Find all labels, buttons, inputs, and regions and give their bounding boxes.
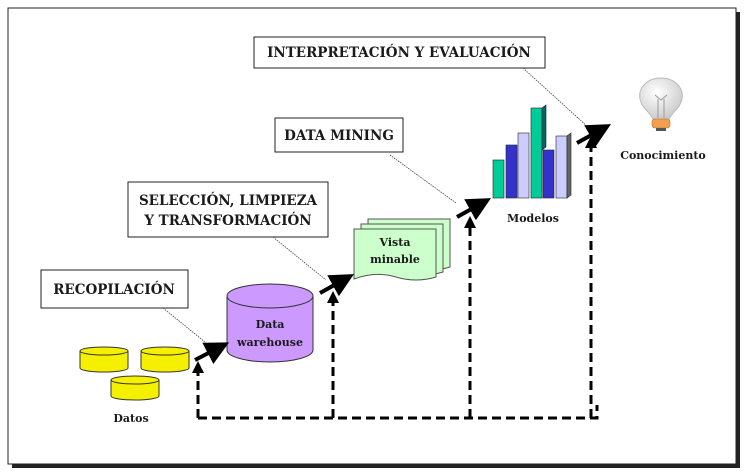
bar [542, 149, 555, 199]
stage-interpretacion-label: INTERPRETACIÓN Y EVALUACIÓN [267, 44, 531, 61]
stage-recopilacion: RECOPILACIÓN [40, 269, 189, 309]
bar-side [541, 104, 547, 151]
leader-lines [162, 67, 590, 343]
bar [517, 132, 530, 199]
stage-data-mining-label: DATA MINING [284, 128, 394, 144]
leader-line [162, 307, 206, 343]
conocimiento-lightbulb-icon [639, 77, 683, 131]
bar [530, 107, 543, 199]
bar [505, 144, 518, 199]
vista-label-2: minable [370, 253, 420, 266]
arrow-icon [194, 342, 230, 365]
bar-side [566, 132, 572, 199]
vista-minable-document-stack-icon: Vista minable [353, 218, 451, 281]
forward-arrows [194, 124, 611, 365]
stage-interpretacion: INTERPRETACIÓN Y EVALUACIÓN [253, 36, 546, 69]
stage-seleccion: SELECCIÓN, LIMPIEZA Y TRANSFORMACIÓN [127, 181, 329, 238]
warehouse-label-1: Data [256, 318, 285, 331]
arrow-icon [456, 198, 491, 221]
datos-database-icon [79, 346, 190, 401]
feedback-loop [192, 136, 599, 420]
warehouse-label-2: warehouse [236, 336, 303, 349]
data-warehouse-database-icon: Data warehouse [226, 283, 314, 363]
conocimiento-label: Conocimiento [620, 149, 706, 162]
datos-label: Datos [113, 412, 148, 425]
vista-label-1: Vista [379, 236, 411, 249]
stage-seleccion-label-1: SELECCIÓN, LIMPIEZA [139, 192, 318, 209]
arrow-icon [319, 274, 354, 297]
stage-recopilacion-label: RECOPILACIÓN [53, 281, 175, 298]
leader-line [272, 236, 327, 281]
modelos-label: Modelos [507, 212, 559, 225]
modelos-bar-chart-icon [492, 104, 572, 199]
bar [555, 135, 568, 199]
leader-line [389, 154, 457, 204]
stage-seleccion-label-2: Y TRANSFORMACIÓN [143, 212, 311, 229]
feedback-line [198, 405, 599, 420]
stage-data-mining: DATA MINING [274, 117, 404, 153]
bar [492, 159, 505, 199]
arrow-icon [576, 124, 611, 147]
